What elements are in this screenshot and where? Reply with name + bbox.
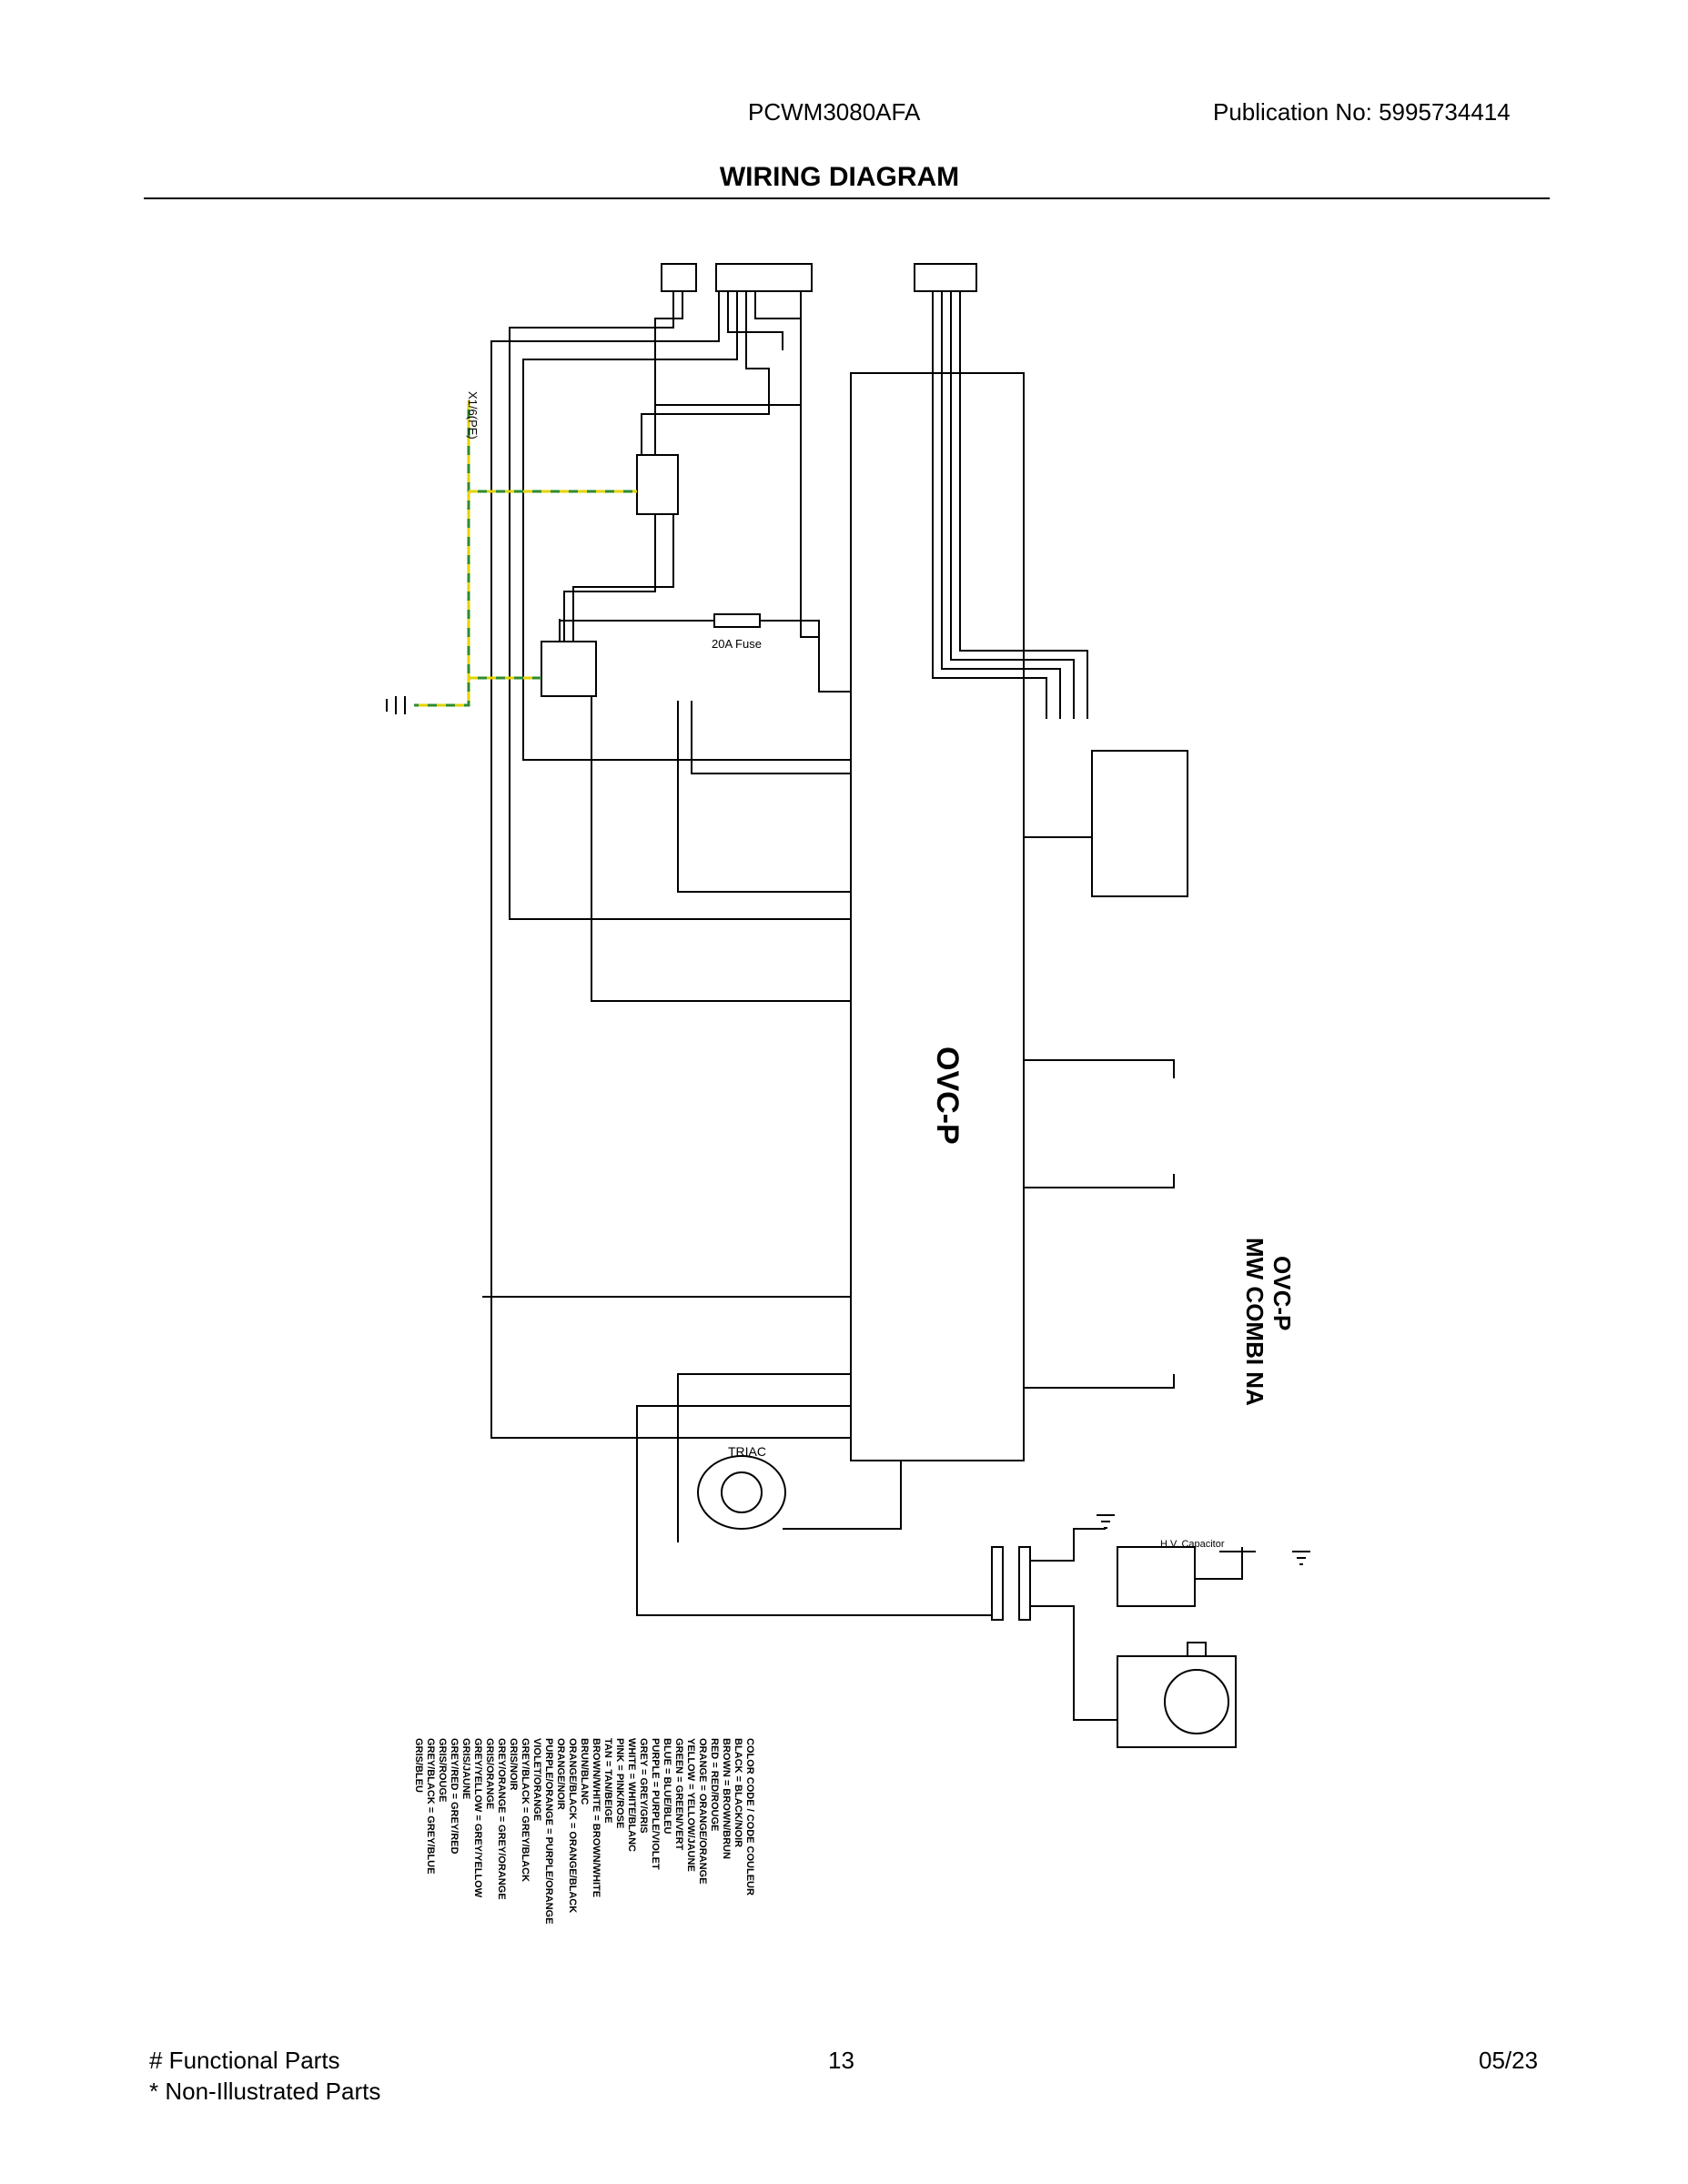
color-code-line: PURPLE/ORANGE = PURPLE/ORANGE: [543, 1738, 554, 1925]
color-code-line: GREEN = GREEN/VERT: [673, 1738, 684, 1851]
color-code-line: BRUN/BLANC: [579, 1738, 590, 1805]
wire-yellow-3: [950, 291, 1075, 719]
color-code-line: TAN = TAN/BEIGE: [602, 1738, 613, 1824]
wire-black-8: [591, 696, 851, 1002]
triac: [697, 1455, 786, 1530]
color-code-line: VIOLET/ORANGE: [531, 1738, 542, 1822]
color-code-line: ORANGE/BLACK = ORANGE/BLACK: [567, 1738, 578, 1914]
wire-black-5: [563, 514, 656, 642]
wire-black-1: [490, 291, 851, 1439]
color-code-line: GRIS/NOIR: [508, 1738, 519, 1791]
publication-date: 05/23: [1479, 2047, 1539, 2074]
color-code-line: GRIS/BLEU: [413, 1738, 424, 1793]
connector-ptl2: [661, 263, 697, 292]
board-title-1: OVC-P: [1269, 1256, 1296, 1330]
connector-macs: [914, 263, 977, 292]
ground-symbol-pe: [386, 696, 406, 714]
wire-j3-sensor: [1024, 1059, 1175, 1078]
wire-fuse-out: [760, 620, 820, 628]
functional-parts-note: # Functional Parts: [149, 2047, 340, 2074]
color-code-legend: COLOR CODE / CODE COULEUR BLACK = BLACK/…: [391, 1738, 755, 1975]
color-code-line: GREY = GREY/GRIS: [638, 1738, 649, 1834]
wire-k2: [691, 701, 851, 774]
publication-number: Publication No: 5995734414: [1213, 98, 1511, 126]
wire-hv-1: [1030, 1528, 1106, 1562]
color-code-line: BLACK = BLACK/NOIR: [733, 1738, 743, 1848]
hv-capacitor-label: H.V. Capacitor: [1160, 1539, 1225, 1550]
user-interface-board: [1091, 750, 1188, 897]
model-number: PCWM3080AFA: [748, 98, 921, 126]
triac-center: [721, 1471, 763, 1513]
board-name: OVC-P: [930, 1046, 965, 1145]
color-code-title: COLOR CODE / CODE COULEUR: [744, 1738, 755, 1896]
ground-wire: [414, 400, 470, 707]
wire-white-1: [727, 291, 783, 350]
ground-label: X1/6(PE): [466, 391, 480, 440]
color-code-line: ORANGE/NOIR: [555, 1738, 566, 1810]
magnetron-body: [1164, 1669, 1229, 1734]
interference-filter-lower: [541, 641, 597, 697]
ground-symbol-diode: [1292, 1551, 1310, 1565]
page-number: 13: [828, 2047, 854, 2074]
color-code-line: GRIS/JAUNE: [460, 1738, 471, 1800]
wire-black-3: [641, 291, 770, 455]
color-code-line: GREY/RED = GREY/RED: [449, 1738, 460, 1855]
magnetron-antenna: [1187, 1642, 1207, 1657]
color-code-line: PINK = PINK/ROSE: [614, 1738, 625, 1829]
wire-orange-2: [654, 291, 683, 414]
transformer-secondary: [1018, 1546, 1031, 1621]
color-code-line: PURPLE = PURPLE/VIOLET: [650, 1738, 661, 1870]
connector-ptl6: [715, 263, 813, 292]
color-code-line: GREY/BLACK = GREY/BLUE: [425, 1738, 436, 1875]
color-code-line: YELLOW = YELLOW/JAUNE: [685, 1738, 696, 1872]
hv-capacitor: [1117, 1546, 1196, 1607]
wire-hv-2: [1030, 1605, 1117, 1721]
fuse-label: 20A Fuse: [712, 637, 762, 651]
wire-yellow-2: [941, 291, 1061, 719]
color-code-line: RED = RED/ROUGE: [709, 1738, 720, 1832]
wire-j9-ntc: [1024, 1374, 1175, 1389]
wire-k1: [677, 701, 851, 893]
wire-black-4: [800, 291, 819, 638]
magnetron-box: [1117, 1655, 1237, 1748]
color-code-line: WHITE = WHITE/BLANC: [626, 1738, 637, 1852]
triac-label: TRIAC: [728, 1444, 766, 1459]
wire-black-6: [572, 514, 674, 642]
wire-k4: [818, 628, 851, 693]
wire-black-2: [522, 291, 851, 761]
board-title-2: MW COMBI NA: [1241, 1238, 1269, 1406]
wire-yellow-4: [959, 291, 1088, 719]
interference-filter-upper: [636, 454, 679, 515]
color-code-line: BROWN = BROWN/BRUN: [721, 1738, 732, 1859]
wire-orange: [509, 291, 851, 920]
page-title: WIRING DIAGRAM: [719, 162, 960, 192]
wire-j7-s4: [1024, 1174, 1175, 1188]
board-ovc-p: [850, 372, 1025, 1461]
fuse-20a: [713, 613, 761, 628]
color-code-line: BLUE = BLUE/BLEU: [662, 1738, 672, 1835]
wire-hv-3: [1195, 1547, 1243, 1580]
color-code-line: GREY/BLACK = GREY/BLACK: [520, 1738, 531, 1882]
wire-mt2: [636, 1405, 992, 1616]
non-illustrated-parts-note: * Non-Illustrated Parts: [149, 2078, 381, 2105]
color-code-line: GRIS/ROUGE: [437, 1738, 448, 1803]
color-code-line: BROWN/WHITE = BROWN/WHITE: [591, 1738, 601, 1898]
color-code-line: GREY/YELLOW = GREY/YELLOW: [472, 1738, 483, 1898]
color-code-line: GREY/ORANGE = GREY/ORANGE: [496, 1738, 507, 1900]
header-divider: [144, 197, 1550, 199]
wire-mt1: [677, 1373, 851, 1542]
color-code-line: ORANGE = ORANGE/ORANGE: [697, 1738, 708, 1885]
ground-symbol-hv: [1097, 1514, 1115, 1529]
color-code-line: GRIS/ORANGE: [484, 1738, 495, 1810]
wire-p7-triac: [783, 1461, 902, 1530]
ground-wire-stripe: [414, 400, 470, 707]
transformer-primary: [991, 1546, 1004, 1621]
wire-yellow-1: [932, 291, 1047, 719]
